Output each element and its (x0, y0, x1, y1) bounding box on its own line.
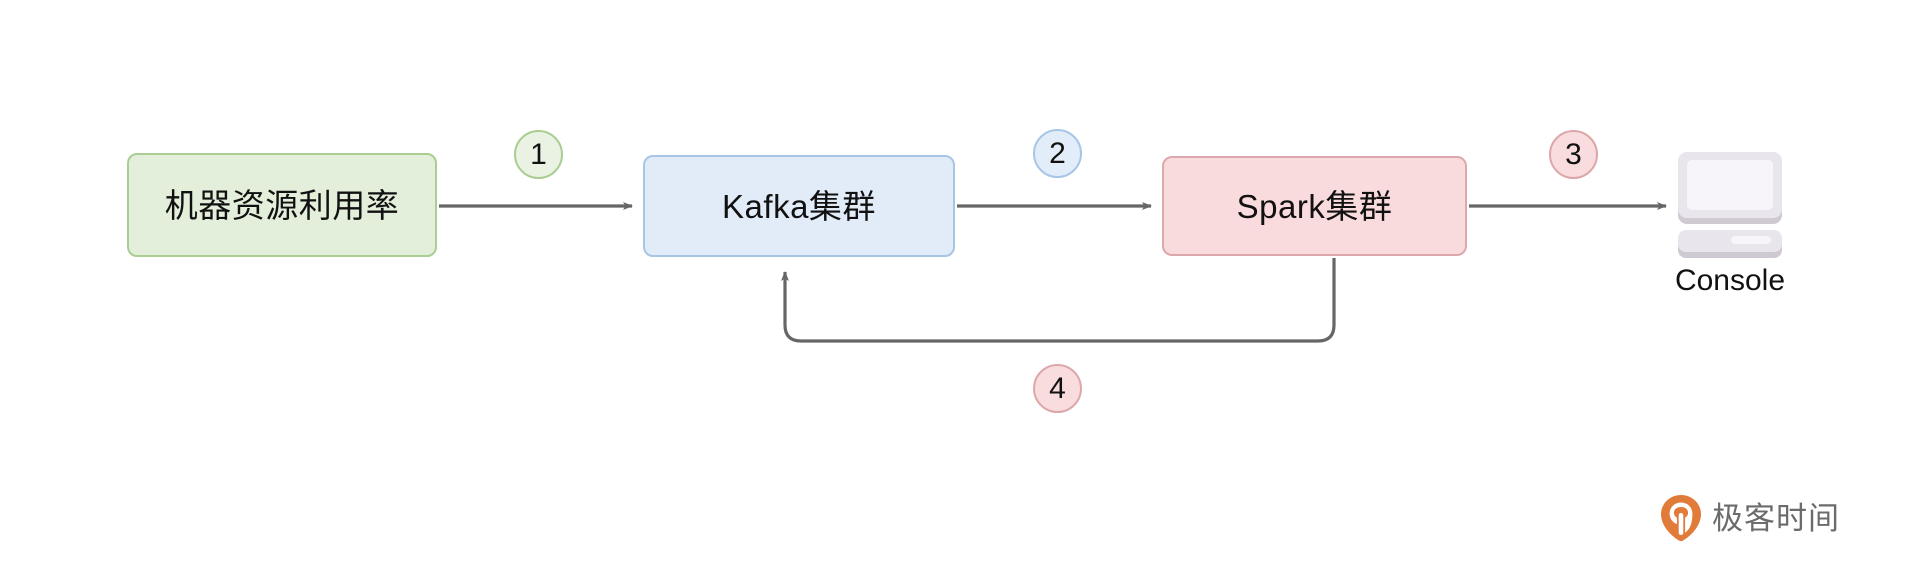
node-source-label: 机器资源利用率 (164, 186, 400, 224)
edge-badge-4: 4 (1033, 364, 1082, 413)
edge-badge-3-label: 3 (1565, 137, 1582, 171)
watermark-text: 极客时间 (1712, 500, 1840, 536)
edge-badge-2: 2 (1033, 129, 1082, 178)
watermark: 极客时间 (1660, 492, 1890, 544)
node-kafka[interactable]: Kafka集群 (643, 155, 955, 257)
node-kafka-label: Kafka集群 (722, 187, 876, 225)
edge-badge-4-label: 4 (1049, 371, 1066, 405)
edge-spark-to-kafka-feedback (781, 258, 1336, 343)
console-label: Console (1674, 264, 1786, 297)
console-computer-icon (1678, 152, 1782, 258)
node-spark[interactable]: Spark集群 (1162, 156, 1467, 256)
edge-badge-1: 1 (514, 130, 563, 179)
node-source[interactable]: 机器资源利用率 (127, 153, 437, 257)
node-spark-label: Spark集群 (1236, 187, 1393, 225)
edge-badge-3: 3 (1549, 130, 1598, 179)
edge-badge-1-label: 1 (530, 137, 547, 171)
edge-badge-2-label: 2 (1049, 136, 1066, 170)
geekbang-pin-icon (1661, 495, 1701, 542)
